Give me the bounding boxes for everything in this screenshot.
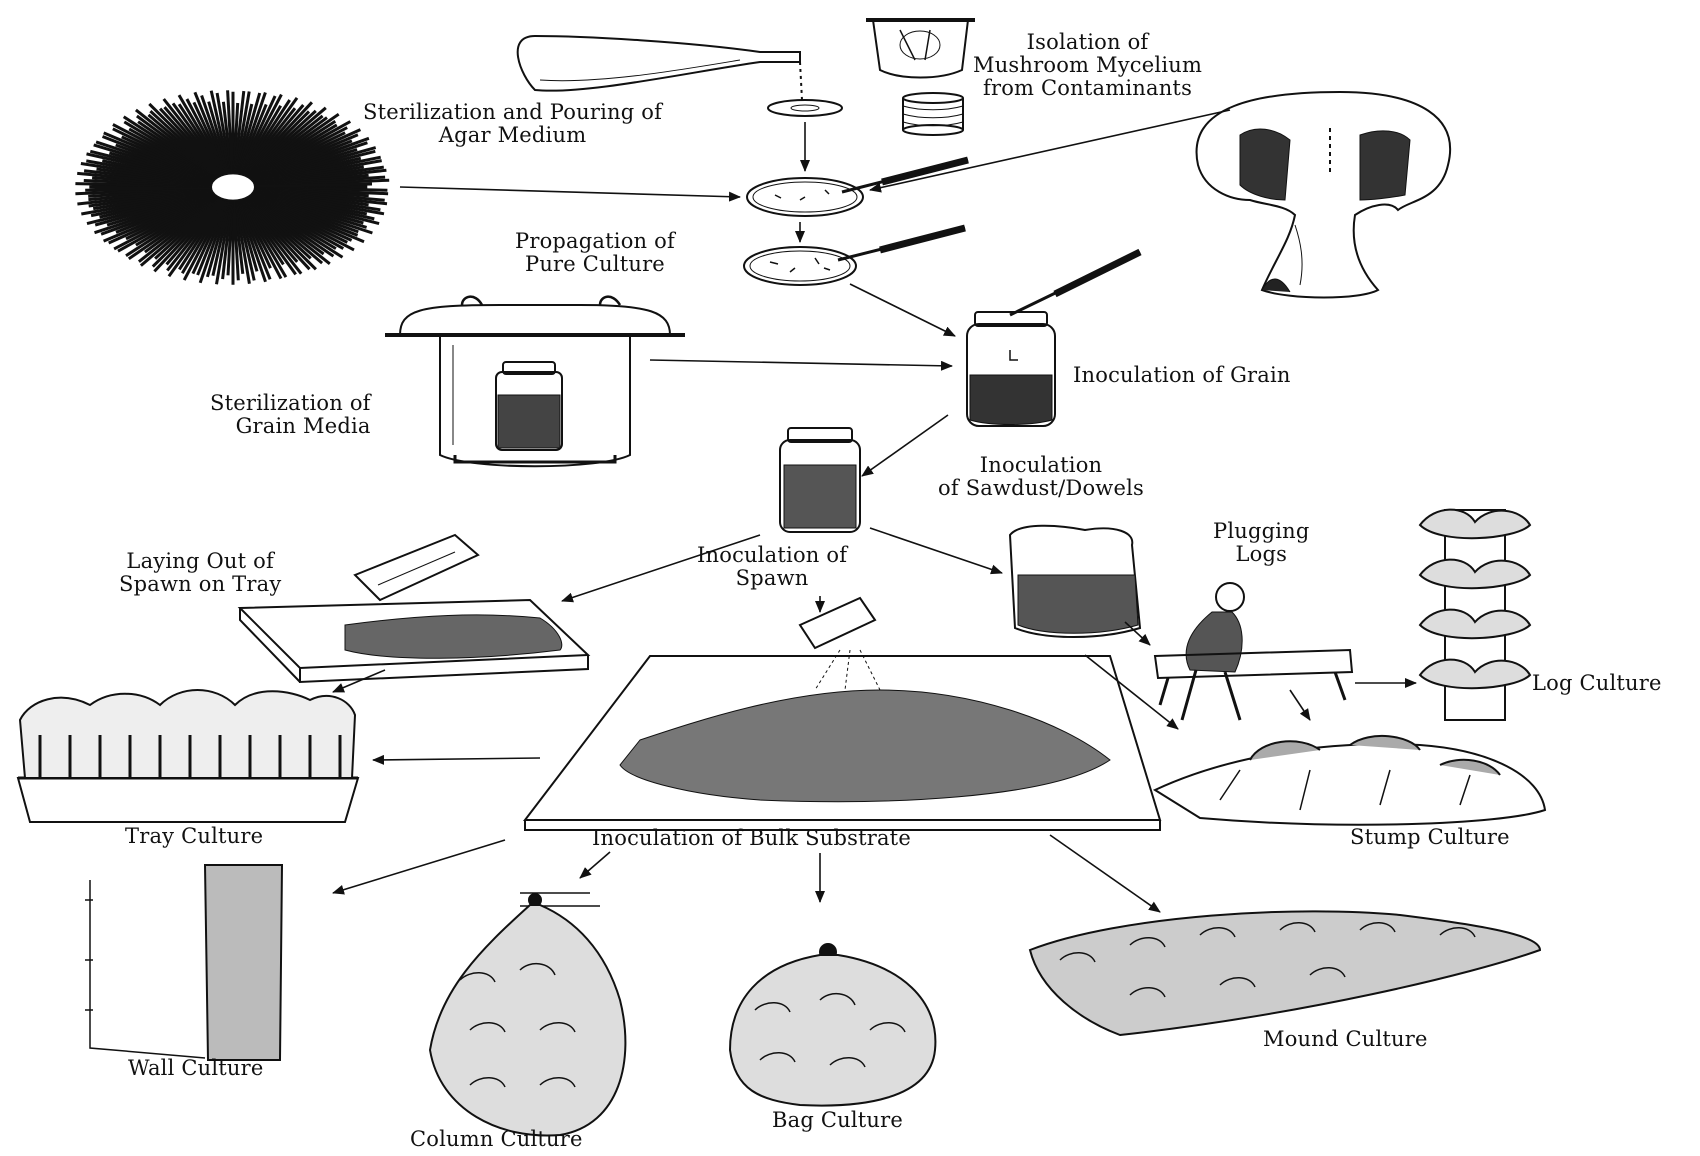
label-bulk-substrate: Inoculation of Bulk Substrate	[592, 827, 911, 850]
log-culture-icon	[1420, 510, 1530, 720]
label-line: Mushroom Mycelium	[973, 54, 1202, 77]
label-inoculation-grain: Inoculation of Grain	[1073, 364, 1291, 387]
arrow	[333, 840, 505, 893]
stump-icon	[1155, 736, 1545, 825]
arrow	[580, 852, 610, 878]
arrow	[650, 360, 952, 366]
petri-dish-icon	[744, 247, 856, 285]
sawdust-jar-icon	[780, 428, 860, 532]
scalpel-icon	[842, 160, 968, 192]
tray-icon	[18, 690, 358, 822]
label-line: Sterilization and Pouring of	[363, 101, 662, 124]
label-line: of Sawdust/Dowels	[938, 477, 1144, 500]
label-column-culture: Column Culture	[410, 1128, 583, 1151]
pressure-vessel-icon	[866, 20, 975, 78]
arrow	[400, 187, 740, 197]
arrow	[870, 110, 1230, 190]
tray-icon	[240, 535, 588, 682]
label-sterilization-grain: Sterilization of Grain Media	[210, 392, 371, 438]
petri-dish-stack-icon	[903, 93, 963, 135]
scalpel-icon	[1010, 252, 1140, 315]
label-line: Spawn	[697, 567, 847, 590]
label-line: Propagation of	[515, 230, 675, 253]
label-line: Spawn on Tray	[119, 573, 281, 596]
petri-dish-icon	[747, 178, 863, 216]
arrow	[862, 415, 948, 476]
label-wall-culture: Wall Culture	[128, 1057, 264, 1080]
label-sterilization-agar: Sterilization and Pouring of Agar Medium	[363, 101, 662, 147]
label-inoculation-sawdust: Inoculation of Sawdust/Dowels	[938, 454, 1144, 500]
label-line: Pure Culture	[515, 253, 675, 276]
label-mound-culture: Mound Culture	[1263, 1028, 1428, 1051]
arrow	[1050, 835, 1160, 912]
arrow	[1290, 690, 1310, 720]
label-line: Isolation of	[973, 31, 1202, 54]
label-laying-out: Laying Out of Spawn on Tray	[119, 550, 281, 596]
label-line: Plugging	[1213, 520, 1310, 543]
log-worker-icon	[1155, 583, 1352, 720]
mound-culture-icon	[1030, 911, 1540, 1035]
label-line: Inoculation	[938, 454, 1144, 477]
scalpel-icon	[838, 228, 965, 260]
label-isolation: Isolation of Mushroom Mycelium from Cont…	[973, 31, 1202, 100]
label-bag-culture: Bag Culture	[772, 1109, 903, 1132]
label-log-culture: Log Culture	[1532, 672, 1662, 695]
grain-jar-icon	[967, 312, 1055, 426]
spore-print-icon	[75, 90, 389, 284]
arrow	[850, 284, 955, 336]
label-propagation: Propagation of Pure Culture	[515, 230, 675, 276]
label-tray-culture: Tray Culture	[125, 825, 263, 848]
mushroom-cross-section-icon	[1197, 92, 1451, 298]
wall-culture-icon	[85, 865, 282, 1060]
label-stump-culture: Stump Culture	[1350, 826, 1510, 849]
label-line: Grain Media	[210, 415, 371, 438]
arrow	[373, 758, 540, 760]
label-line: from Contaminants	[973, 77, 1202, 100]
label-plugging-logs: Plugging Logs	[1213, 520, 1310, 566]
spore-print-center	[211, 173, 255, 200]
column-culture-icon	[430, 893, 625, 1136]
label-line: Logs	[1213, 543, 1310, 566]
spawn-bag-icon	[1010, 526, 1140, 637]
pressure-cooker-icon	[385, 297, 685, 467]
label-line: Agar Medium	[363, 124, 662, 147]
label-line: Laying Out of	[119, 550, 281, 573]
label-inoculation-spawn: Inoculation of Spawn	[697, 544, 847, 590]
bag-culture-icon	[730, 944, 935, 1106]
label-line: Inoculation of	[697, 544, 847, 567]
label-line: Sterilization of	[210, 392, 371, 415]
arrow	[870, 528, 1002, 573]
